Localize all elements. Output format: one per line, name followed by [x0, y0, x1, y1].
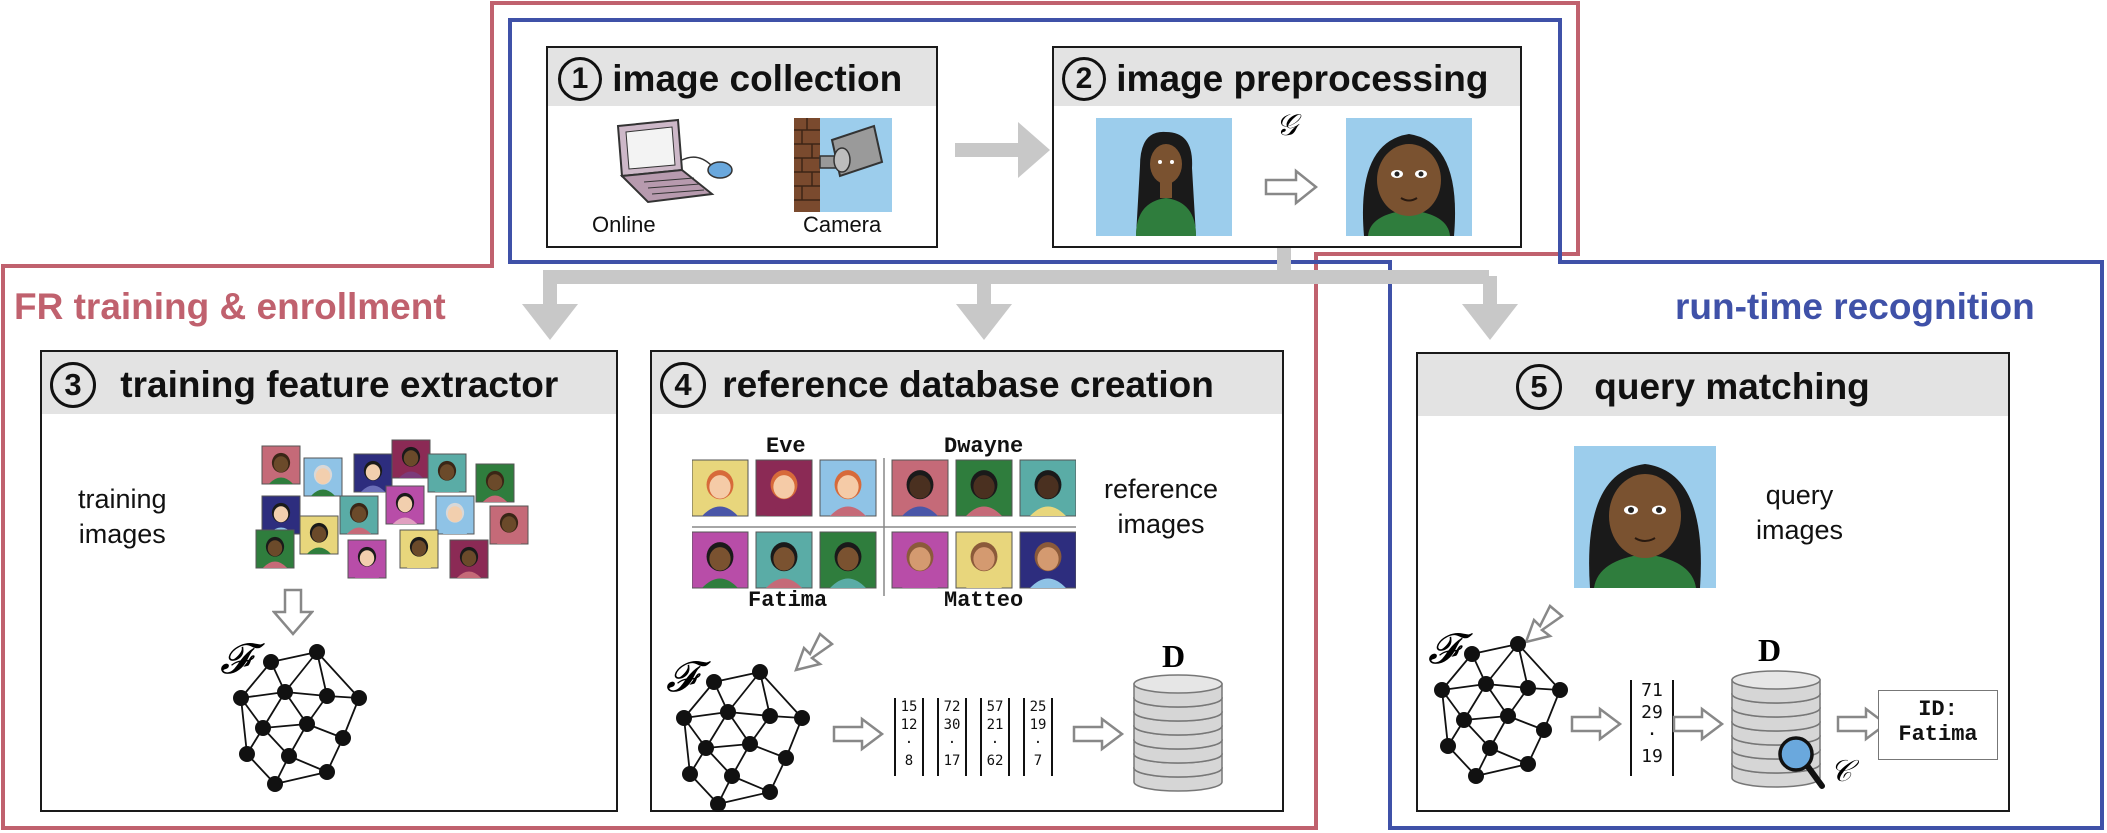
stage3-header: 3 training feature extractor — [42, 352, 616, 414]
name-eve: Eve — [766, 434, 806, 459]
stage2-header: 2 image preprocessing — [1054, 48, 1520, 106]
vector-entry: 25 — [1029, 699, 1047, 715]
vector-entry: 30 — [943, 717, 961, 733]
magnifier-icon — [1778, 736, 1825, 789]
f-symbol: 𝓕 — [220, 634, 251, 683]
id-label: ID: — [1918, 697, 1958, 722]
training-outline — [1, 1, 1580, 830]
runtime-group-label: run-time recognition — [1675, 286, 2035, 327]
vector-entry: 62 — [986, 753, 1004, 769]
vector-entry: 21 — [986, 717, 1004, 733]
right-arrow-icon — [1672, 706, 1725, 742]
neural-network-icon — [233, 644, 367, 792]
vector-entry: 71 — [1641, 680, 1663, 701]
vector-entry: 7 — [1033, 753, 1043, 769]
stage1-title: image collection — [612, 58, 903, 100]
stage2-number: 2 — [1062, 57, 1106, 102]
f-symbol: 𝓕 — [1428, 624, 1459, 673]
d-symbol: D — [1758, 632, 1782, 668]
stage5-header: 5 query matching — [1418, 354, 2008, 416]
runtime-outline — [508, 18, 2104, 830]
stage3-panel: 3 training feature extractor training im… — [40, 350, 618, 812]
diag-arrow-icon — [794, 632, 835, 672]
training-images-label: training images — [78, 484, 167, 550]
training-images-collage — [255, 439, 529, 579]
id-value: Fatima — [1898, 722, 1978, 747]
vector-entry: · — [990, 735, 1000, 751]
stage1-number: 1 — [558, 57, 602, 102]
name-matteo: Matteo — [944, 588, 1024, 613]
vector-entry: 19 — [1029, 717, 1047, 733]
vector-entry: 19 — [1641, 746, 1663, 767]
stage4-number: 4 — [660, 362, 706, 409]
stage3-title: training feature extractor — [120, 364, 559, 406]
c-symbol: 𝒞 — [1830, 754, 1852, 789]
vector-entry: 17 — [943, 753, 961, 769]
query-images-label: query images — [1756, 480, 1844, 546]
stage1-panel: 1 image collection Online Camera — [546, 46, 938, 248]
d-symbol: D — [1162, 638, 1186, 674]
aligned-face-icon — [1346, 118, 1472, 236]
database-icon — [1133, 674, 1223, 792]
right-arrow-icon — [1072, 716, 1125, 752]
stage4-header: 4 reference database creation — [652, 352, 1282, 414]
vector-entry: 8 — [904, 753, 914, 769]
feature-vectors: 15 12 · 8 72 30 · 17 57 21 · 62 25 19 · 7 — [894, 698, 1064, 780]
neural-network-icon — [1434, 636, 1568, 784]
stage2-title: image preprocessing — [1116, 58, 1489, 100]
vector-entry: · — [1033, 735, 1043, 751]
feature-vector: 25 19 · 7 — [1023, 698, 1053, 776]
down-arrow-icon — [272, 588, 314, 636]
g-symbol: 𝒢 — [1276, 108, 1298, 143]
online-label: Online — [592, 212, 656, 237]
name-fatima: Fatima — [748, 588, 828, 613]
f-symbol: 𝓕 — [666, 652, 697, 701]
reference-images-grid — [692, 458, 1076, 596]
right-arrow-icon — [832, 716, 885, 752]
vector-entry: 12 — [900, 717, 918, 733]
camera-label: Camera — [803, 212, 882, 237]
vector-entry: 15 — [900, 699, 918, 715]
vector-entry: · — [904, 735, 914, 751]
id-result-box: ID: Fatima — [1878, 690, 1998, 760]
diag-arrow-icon — [1524, 604, 1565, 644]
neural-network-icon — [676, 664, 810, 812]
right-arrow-icon — [1836, 706, 1889, 742]
training-group-label: FR training & enrollment — [14, 286, 446, 327]
transform-arrow-icon — [1264, 168, 1319, 206]
stage4-title: reference database creation — [722, 364, 1214, 406]
stage5-title: query matching — [1594, 366, 1870, 408]
vector-entry: 57 — [986, 699, 1004, 715]
vector-entry: 72 — [943, 699, 961, 715]
stage1-header: 1 image collection — [548, 48, 936, 106]
stage4-panel: 4 reference database creation Eve Dwayne… — [650, 350, 1284, 812]
name-dwayne: Dwayne — [944, 434, 1024, 459]
vector-entry: 29 — [1641, 702, 1663, 723]
vector-entry: · — [1646, 724, 1658, 745]
query-image-icon — [1574, 446, 1716, 588]
laptop-icon — [616, 118, 733, 204]
feature-vector: 15 12 · 8 — [894, 698, 924, 776]
right-arrow-icon — [1570, 706, 1623, 742]
raw-image-icon — [1096, 118, 1232, 236]
camera-icon — [794, 118, 892, 212]
stage2-panel: 2 image preprocessing 𝒢 — [1052, 46, 1522, 248]
stage5-number: 5 — [1516, 364, 1562, 411]
stage3-number: 3 — [50, 362, 96, 409]
vector-entry: · — [947, 735, 957, 751]
feature-vector: 72 30 · 17 — [937, 698, 967, 776]
feature-vector: 57 21 · 62 — [980, 698, 1010, 776]
reference-images-label: reference images — [1104, 474, 1219, 540]
